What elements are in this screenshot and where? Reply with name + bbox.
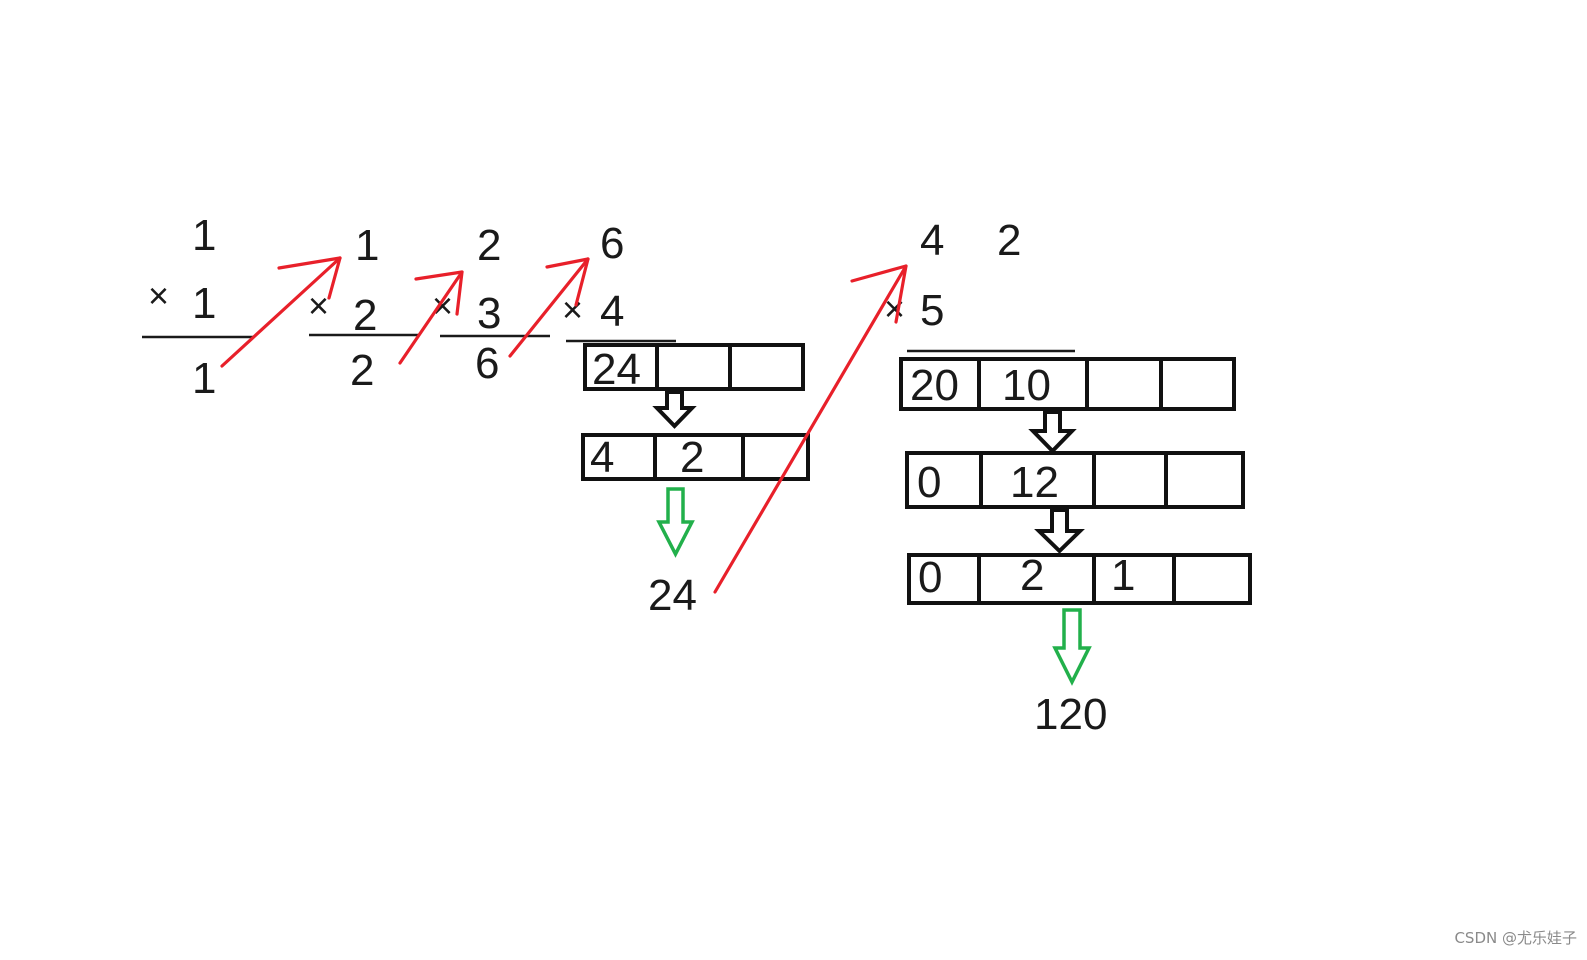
step-1-multiplier: 1	[192, 279, 216, 328]
array-cell-value: 1	[1111, 551, 1135, 600]
array-cell-value: 20	[910, 361, 959, 410]
array-cell	[741, 433, 810, 481]
carry-arrows	[220, 256, 908, 594]
step-1-op: ×	[148, 275, 169, 316]
array-cell	[1159, 357, 1236, 411]
down-arrow-icon	[1034, 508, 1085, 554]
array-cell-value: 12	[1010, 458, 1059, 507]
step-5-top-digit-2: 2	[997, 216, 1021, 265]
step-2-result: 2	[350, 346, 374, 395]
array-4-row-1: 24	[583, 343, 805, 394]
step-1: 1 × 1 1	[142, 211, 254, 403]
step-3-top: 2	[477, 221, 501, 270]
array-cell-value: 10	[1002, 361, 1051, 410]
step-4-multiplier: 4	[600, 287, 624, 336]
step-2: 1 × 2 2	[308, 221, 418, 395]
array-cell-value: 4	[590, 433, 614, 482]
array-cell-value: 0	[917, 458, 941, 507]
step-5-multiplier: 5	[920, 286, 944, 335]
red-arrow-icon	[713, 264, 908, 594]
step-3-result: 6	[475, 339, 499, 388]
red-arrow-icon	[398, 270, 464, 365]
red-arrow-icon	[220, 256, 342, 368]
step-2-op: ×	[308, 285, 329, 326]
array-cell	[1085, 357, 1163, 411]
array-4-result: 24	[648, 571, 697, 620]
array-cell	[655, 343, 732, 391]
step-2-multiplier: 2	[353, 291, 377, 340]
array-cell-value: 24	[592, 345, 641, 394]
array-5-row-1: 20 10	[899, 357, 1236, 411]
step-2-top: 1	[355, 221, 379, 270]
array-cell	[1092, 451, 1168, 509]
step-5-top-digit-1: 4	[920, 216, 944, 265]
array-cell	[1164, 451, 1245, 509]
array-5-row-3: 0 2 1	[907, 551, 1252, 605]
array-cell-value: 2	[1020, 551, 1044, 600]
down-arrow-icon	[1028, 410, 1077, 454]
array-cell	[728, 343, 805, 391]
step-5: 4 2 × 5	[884, 216, 1075, 353]
step-4: 6 × 4	[562, 219, 676, 343]
array-4-row-2: 4 2	[581, 433, 810, 482]
array-cell-value: 2	[680, 433, 704, 482]
array-cell	[1172, 553, 1252, 605]
step-1-result: 1	[192, 354, 216, 403]
red-arrow-icon	[508, 257, 590, 358]
array-cell-value: 0	[918, 553, 942, 602]
array-5-result: 120	[1034, 690, 1107, 739]
down-arrow-icon	[652, 390, 697, 429]
step-1-top: 1	[192, 211, 216, 260]
step-4-top: 6	[600, 219, 624, 268]
watermark: CSDN @尤乐娃子	[1454, 929, 1577, 947]
array-5-row-2: 0 12	[905, 451, 1245, 509]
step-3: 2 × 3 6	[432, 221, 550, 388]
down-arrow-icon	[656, 487, 695, 558]
down-arrow-icon	[1052, 608, 1092, 686]
step-3-multiplier: 3	[477, 289, 501, 338]
